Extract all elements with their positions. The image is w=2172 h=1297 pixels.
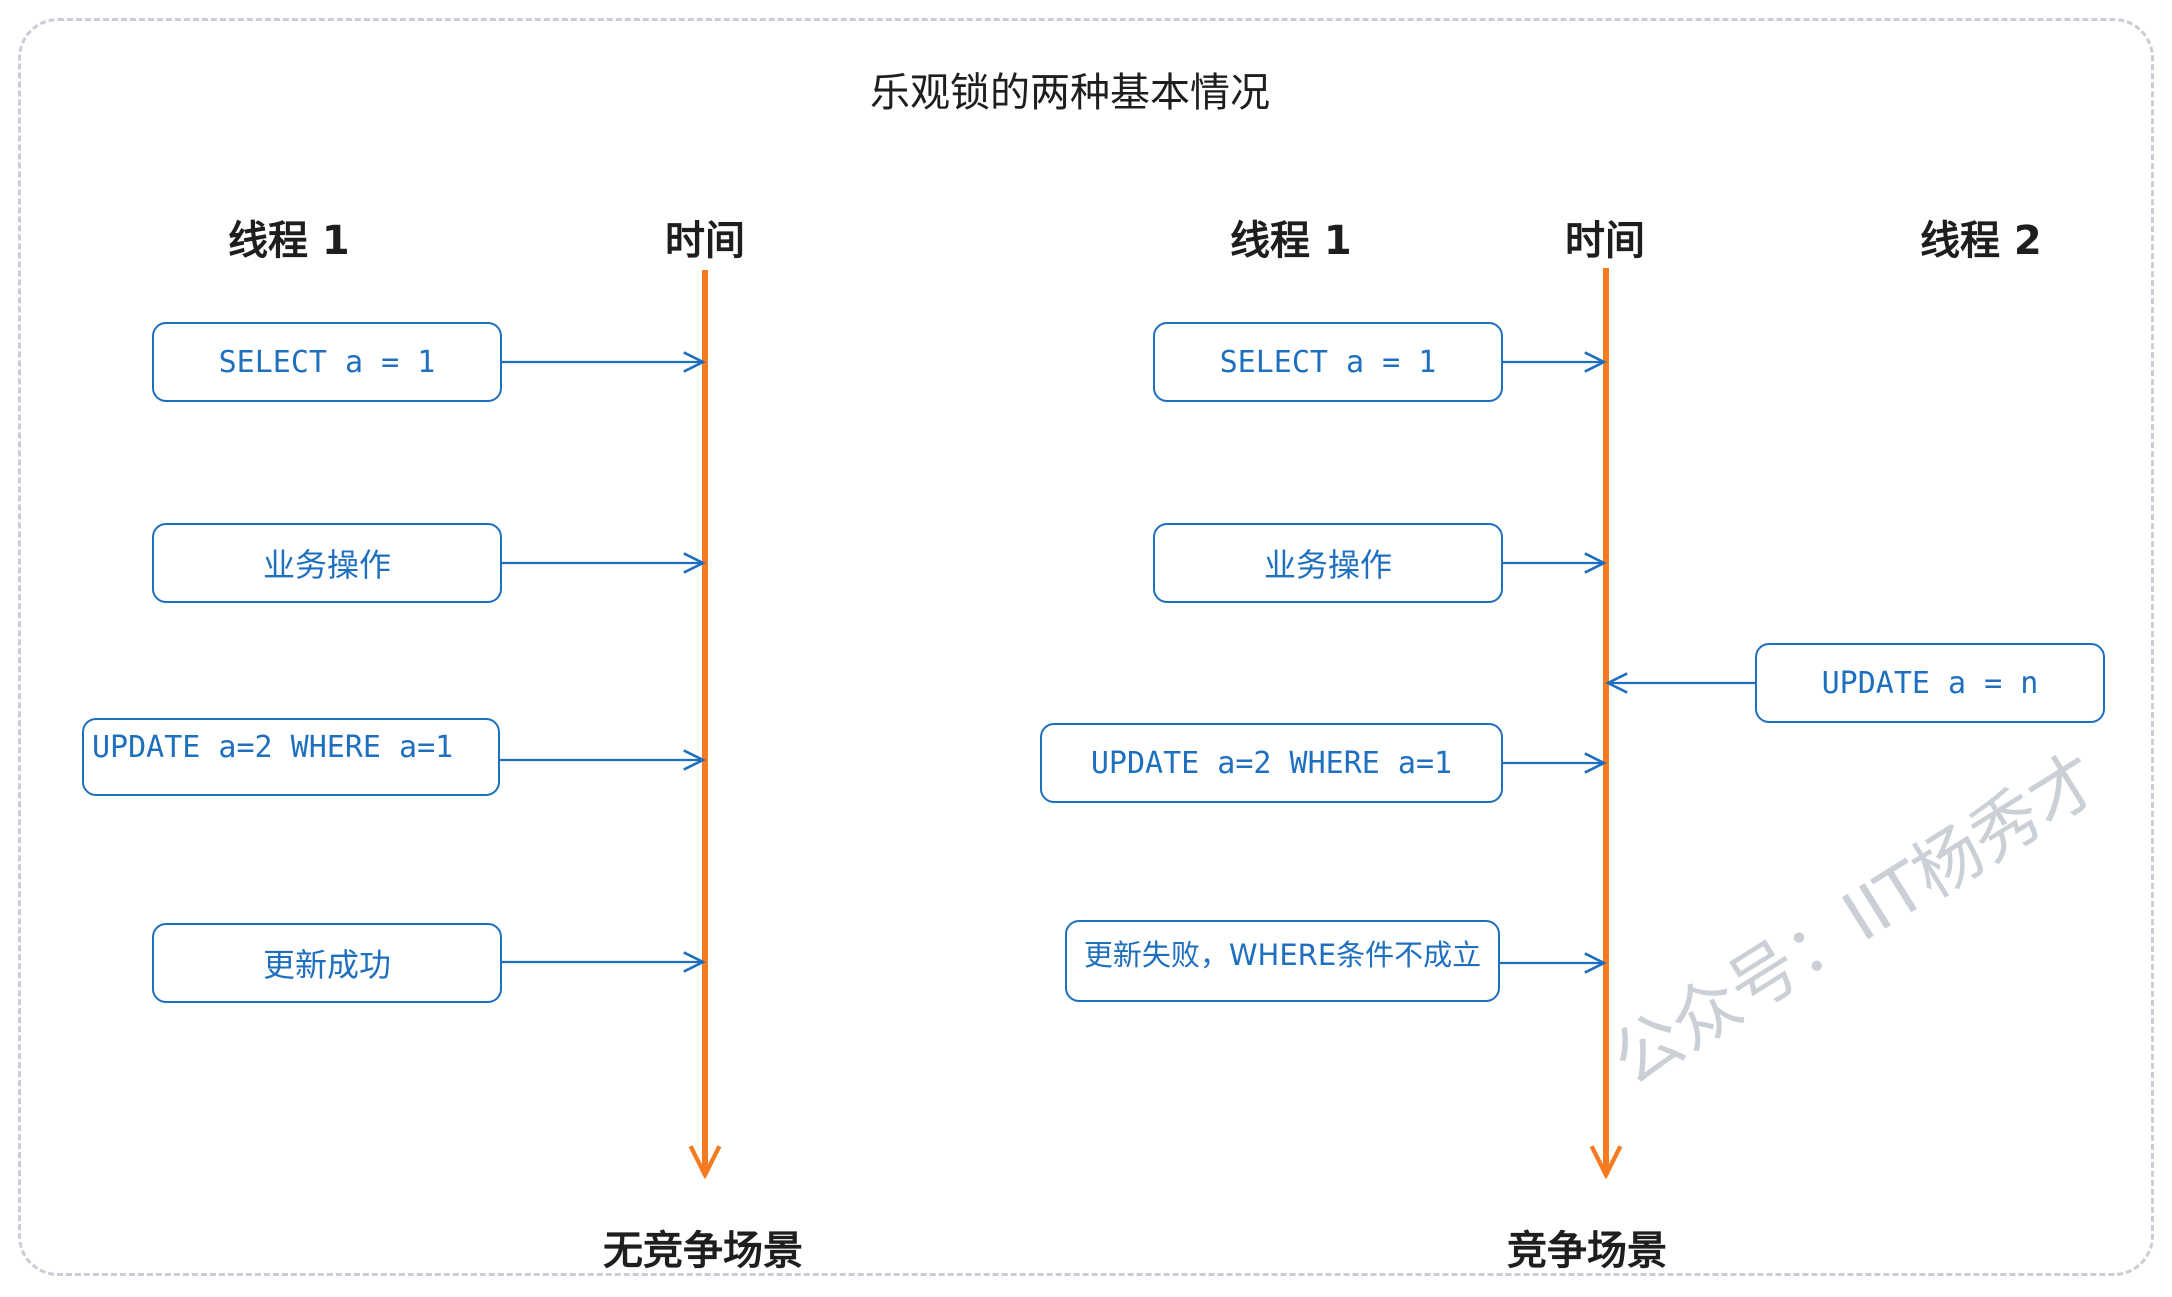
right-scenario-label: 竞争场景 [1507,1228,1667,1274]
right-thread2-update: UPDATE a = n [1755,643,2105,723]
left-scenario-label: 无竞争场景 [603,1228,803,1274]
left-thread-1-label: 线程 1 [228,218,350,264]
left-step-business: 业务操作 [152,523,502,603]
left-time-label: 时间 [665,218,745,264]
right-step-update-text: UPDATE a=2 WHERE a=1 [1090,745,1453,781]
left-step-update: UPDATE a=2 WHERE a=1 [82,718,500,796]
right-thread2-update-text: UPDATE a = n [1821,665,2039,701]
left-step-select-text: SELECT a = 1 [218,344,436,380]
right-step-failed-text: 更新失败，WHERE条件不成立 [1083,938,1482,972]
left-step-update-text: UPDATE a=2 WHERE a=1 [92,730,454,765]
right-step-select: SELECT a = 1 [1153,322,1503,402]
right-step-business-text: 业务操作 [1263,546,1392,584]
right-thread-2-label: 线程 2 [1920,218,2042,264]
right-step-select-text: SELECT a = 1 [1219,344,1437,380]
diagram-title: 乐观锁的两种基本情况 [870,70,1270,116]
right-step-business: 业务操作 [1153,523,1503,603]
right-step-failed: 更新失败，WHERE条件不成立 [1065,920,1500,1002]
dashed-frame [18,18,2154,1276]
right-time-label: 时间 [1565,218,1645,264]
right-thread-1-label: 线程 1 [1230,218,1352,264]
left-step-select: SELECT a = 1 [152,322,502,402]
right-step-update: UPDATE a=2 WHERE a=1 [1040,723,1503,803]
left-step-success: 更新成功 [152,923,502,1003]
left-step-business-text: 业务操作 [262,546,391,584]
left-step-success-text: 更新成功 [262,946,391,984]
